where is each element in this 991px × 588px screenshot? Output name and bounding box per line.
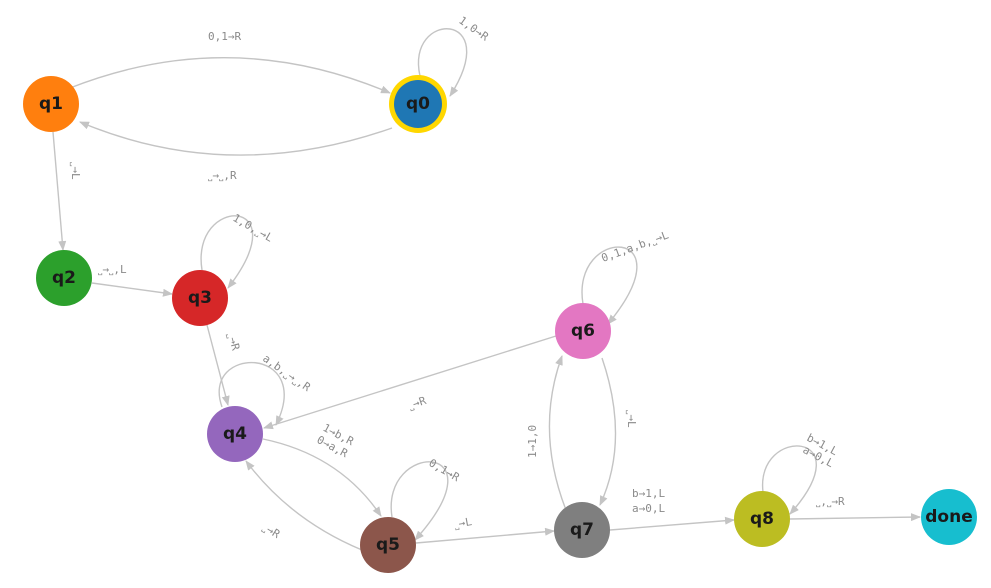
edge-q1-q0[interactable] (69, 57, 391, 94)
state-q2-label: q2 (52, 268, 76, 288)
state-done[interactable]: done (921, 489, 977, 545)
state-q7-circle (554, 502, 610, 558)
state-q0-label: q0 (406, 94, 430, 114)
edge-q6-q6[interactable] (581, 246, 638, 325)
edge-label-q4-q4: a,b,˽→˽,R (260, 352, 313, 394)
edge-label-q0-q0: 1,0→R (456, 14, 491, 44)
state-q3[interactable]: q3 (172, 270, 228, 326)
edge-q8-done[interactable] (789, 513, 921, 522)
edge-q4-q4[interactable] (218, 361, 285, 426)
edge-label-q1-q2: ˽→L (69, 162, 82, 180)
edge-q5-q5[interactable] (390, 461, 449, 541)
state-q6-label: q6 (571, 321, 595, 341)
edge-q0-q0[interactable] (417, 28, 468, 97)
state-done-label: done (925, 507, 972, 527)
edge-label-q7-q6: 1→1,0 (526, 425, 539, 458)
state-q4[interactable]: q4 (207, 406, 263, 462)
state-q8-label: q8 (750, 509, 774, 529)
edge-label-q8-done: ˽,˽→R (816, 495, 845, 508)
state-q6[interactable]: q6 (555, 303, 611, 359)
state-q6-circle (555, 303, 611, 359)
edge-label-q0-q1: ˽→˽,R (208, 169, 237, 182)
edge-label-q2-q3: ˽→˽,L (98, 263, 127, 276)
state-q5[interactable]: q5 (360, 517, 416, 573)
edge-label-q5-q4: ˽→R (260, 521, 282, 542)
edge-q8-q8[interactable] (762, 445, 817, 515)
state-q4-label: q4 (223, 424, 247, 444)
edge-q7-q8[interactable] (609, 516, 735, 531)
state-q7-label: q7 (570, 520, 594, 540)
state-q2-circle (36, 250, 92, 306)
edge-q6-q4[interactable] (263, 335, 557, 430)
state-q1-label: q1 (39, 94, 63, 114)
state-q3-circle (172, 270, 228, 326)
edge-q5-q7[interactable] (415, 527, 555, 544)
edge-label-q6-q4: ˽→R (407, 394, 428, 412)
state-q2[interactable]: q2 (36, 250, 92, 306)
state-q8-circle (734, 491, 790, 547)
state-q3-label: q3 (188, 288, 212, 308)
state-q0-circle (394, 80, 442, 128)
state-done-circle (921, 489, 977, 545)
edge-q7-q6[interactable] (548, 355, 567, 511)
edge-q6-q7[interactable] (599, 357, 617, 506)
state-q7[interactable]: q7 (554, 502, 610, 558)
edge-q1-q2[interactable] (52, 131, 67, 251)
state-q5-circle (360, 517, 416, 573)
edge-q3-q3[interactable] (200, 215, 254, 289)
edge-q2-q3[interactable] (91, 282, 173, 297)
state-q1[interactable]: q1 (23, 76, 79, 132)
state-q5-label: q5 (376, 535, 400, 555)
edge-label-q3-q4: ˽→R (225, 331, 242, 352)
edge-label-q7-q8-b: a→0,L (632, 502, 665, 515)
edge-q3-q4[interactable] (206, 324, 230, 406)
state-q4-circle (207, 406, 263, 462)
edge-label-q1-q0: 0,1→R (208, 30, 241, 43)
edge-label-q6-q7: ˽→L (625, 410, 638, 428)
edge-label-q7-q8-a: b→1,L (632, 487, 665, 500)
state-q8[interactable]: q8 (734, 491, 790, 547)
state-q0[interactable]: q0 (389, 75, 447, 133)
edge-q5-q4[interactable] (245, 460, 363, 551)
edge-q0-q1[interactable] (79, 121, 393, 156)
edge-label-q5-q5: 0,1→R (427, 456, 463, 484)
edge-label-q5-q7: ˽→L (453, 515, 473, 531)
edge-q4-q5[interactable] (262, 438, 382, 517)
state-q1-circle (23, 76, 79, 132)
